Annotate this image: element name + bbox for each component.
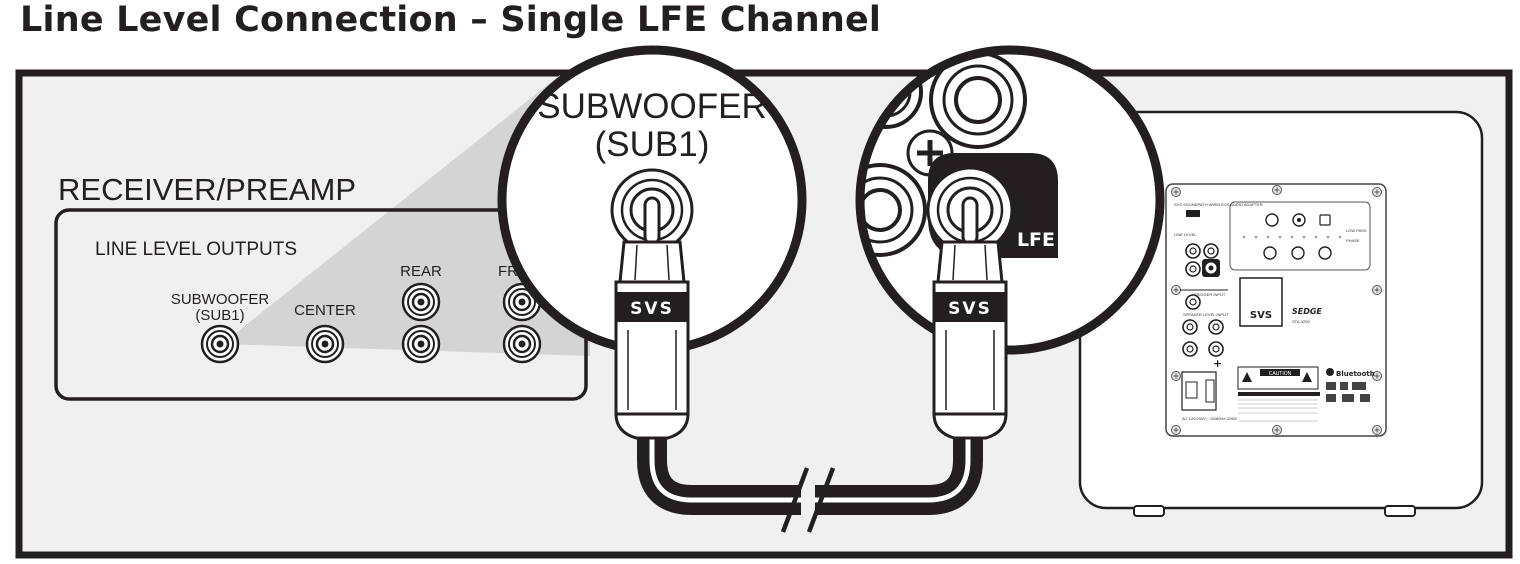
model-number: STA-3250	[1292, 319, 1310, 324]
trigger-input-label: TRIGGER INPUT	[1194, 292, 1226, 297]
subwoofer-jack-label: SUBWOOFER	[171, 291, 270, 308]
line-level-outputs-label: LINE LEVEL OUTPUTS	[95, 239, 297, 260]
rca-plug-right: SVS	[932, 196, 1008, 440]
center-jack-label: CENTER	[294, 302, 356, 319]
panel-logo: SVS	[1250, 310, 1272, 321]
svg-text:+: +	[1213, 357, 1222, 370]
bluetooth-label: Bluetooth	[1336, 370, 1375, 378]
lfe-label: LFE	[1017, 229, 1055, 251]
low-pass-label: LOW PASS	[1346, 228, 1367, 233]
page-title: Line Level Connection – Single LFE Chann…	[20, 0, 882, 40]
phase-label: PHASE	[1346, 238, 1360, 243]
rear-output-jack-top	[401, 282, 441, 322]
wireless-adapter-header: SVS SOUNDPATH WIRELESS AUDIO ADAPTER	[1174, 202, 1263, 207]
rca-plug-left: SVS	[614, 196, 690, 440]
subwoofer-jack-sublabel: (SUB1)	[195, 307, 244, 324]
zoom-subwoofer-sublabel: (SUB1)	[595, 125, 710, 164]
cable-brand-left: SVS	[630, 299, 674, 319]
rear-jack-label: REAR	[400, 263, 442, 280]
cable-break-marks	[780, 467, 836, 533]
front-output-jack-bottom	[502, 324, 542, 364]
cable-brand-right: SVS	[948, 299, 992, 319]
center-output-jack	[305, 324, 345, 364]
model-name: SEDGE	[1292, 307, 1322, 316]
zoom-wedge	[222, 75, 590, 356]
line-level-label: LINE LEVEL	[1174, 232, 1197, 237]
speaker-level-input-label: SPEAKER LEVEL INPUT	[1183, 312, 1229, 317]
zoom-subwoofer-label: SUBWOOFER	[537, 87, 766, 126]
rear-output-jack-bottom	[401, 324, 441, 364]
caution-label: CAUTION	[1269, 371, 1292, 377]
subwoofer-output-jack	[200, 324, 240, 364]
receiver-preamp: RECEIVER/PREAMP LINE LEVEL OUTPUTS SUBWO…	[54, 172, 588, 401]
receiver-label: RECEIVER/PREAMP	[58, 172, 356, 207]
subwoofer-cabinet: SVS SOUNDPATH WIRELESS AUDIO ADAPTER LIN…	[1078, 110, 1484, 517]
power-rating: AC 120/230V ~ 50/60Hz 325W	[1182, 416, 1237, 421]
